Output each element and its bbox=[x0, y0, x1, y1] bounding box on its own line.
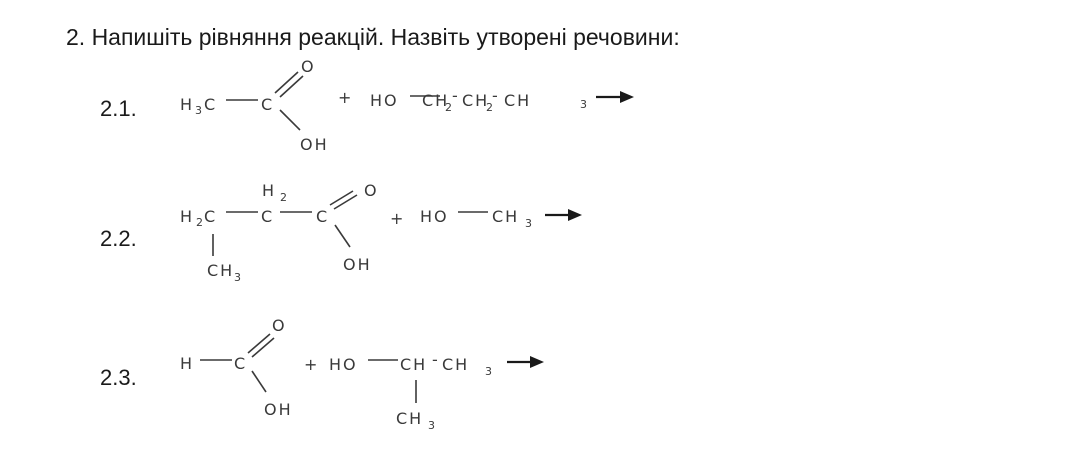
bond-single bbox=[334, 224, 351, 248]
bond-single bbox=[251, 370, 267, 393]
bond-double bbox=[274, 71, 299, 94]
group-oh: OH bbox=[264, 400, 293, 419]
plus-sign: + bbox=[390, 209, 405, 228]
arrow-head bbox=[530, 356, 544, 368]
group-ch: CH bbox=[422, 91, 449, 110]
bond-double bbox=[333, 194, 358, 210]
atom-o: O bbox=[301, 57, 316, 76]
reaction-2-3-formula: H C O OH + HO CH - CH 3 CH 3 bbox=[180, 316, 544, 432]
atom-o: O bbox=[364, 181, 379, 200]
subscript: 3 bbox=[234, 271, 241, 284]
bond-dash: - bbox=[452, 86, 460, 105]
atom-c: C bbox=[204, 207, 217, 226]
group-ch: CH bbox=[462, 91, 489, 110]
arrow-head bbox=[568, 209, 582, 221]
atom-c: C bbox=[204, 95, 217, 114]
subscript: 3 bbox=[428, 419, 435, 432]
plus-sign: + bbox=[304, 355, 319, 374]
group-oh: OH bbox=[343, 255, 372, 274]
group-ho: HO bbox=[370, 91, 399, 110]
subscript: 3 bbox=[525, 217, 532, 230]
reaction-number-2-3: 2.3. bbox=[100, 365, 137, 390]
bond-dash: - bbox=[432, 350, 440, 369]
group-ch: CH bbox=[400, 355, 427, 374]
group-ch3: CH bbox=[492, 207, 519, 226]
bond-double bbox=[251, 337, 275, 358]
bond-double bbox=[279, 75, 304, 98]
group-oh: OH bbox=[300, 135, 329, 154]
reaction-number-2-2: 2.2. bbox=[100, 226, 137, 251]
atom-c: C bbox=[316, 207, 329, 226]
atom-h: H bbox=[180, 95, 194, 114]
subscript: 2 bbox=[196, 216, 203, 229]
atom-h: H bbox=[180, 207, 194, 226]
task-title: 2. Напишіть рівняння реакцій. Назвіть ут… bbox=[66, 24, 680, 50]
bond-single bbox=[279, 109, 301, 131]
subscript: 2 bbox=[280, 191, 287, 204]
plus-sign: + bbox=[338, 88, 353, 107]
bond-double bbox=[247, 333, 271, 354]
subscript: 2 bbox=[486, 101, 493, 114]
bond-double bbox=[329, 190, 354, 206]
group-ho: HO bbox=[329, 355, 358, 374]
group-ch3: CH bbox=[442, 355, 469, 374]
reaction-2-2-formula: H 2 H 2 C C C O OH CH 3 + HO CH 3 bbox=[180, 181, 582, 284]
bond-dash: - bbox=[492, 86, 500, 105]
atom-h: H bbox=[180, 354, 194, 373]
atom-c: C bbox=[261, 207, 274, 226]
subscript: 2 bbox=[445, 101, 452, 114]
atom-c: C bbox=[261, 95, 274, 114]
atom-c: C bbox=[234, 354, 247, 373]
group-ho: HO bbox=[420, 207, 449, 226]
reaction-2-1-formula: H 3 C C O OH + HO CH 2 - CH 2 - CH 3 bbox=[180, 57, 634, 154]
group-ch3: CH bbox=[504, 91, 531, 110]
group-ch3: CH bbox=[207, 261, 234, 280]
subscript: 3 bbox=[485, 365, 492, 378]
group-ch3: CH bbox=[396, 409, 423, 428]
atom-o: O bbox=[272, 316, 287, 335]
subscript: 3 bbox=[580, 98, 587, 111]
reaction-number-2-1: 2.1. bbox=[100, 96, 137, 121]
atom-h: H bbox=[262, 181, 276, 200]
arrow-head bbox=[620, 91, 634, 103]
subscript: 3 bbox=[195, 104, 202, 117]
